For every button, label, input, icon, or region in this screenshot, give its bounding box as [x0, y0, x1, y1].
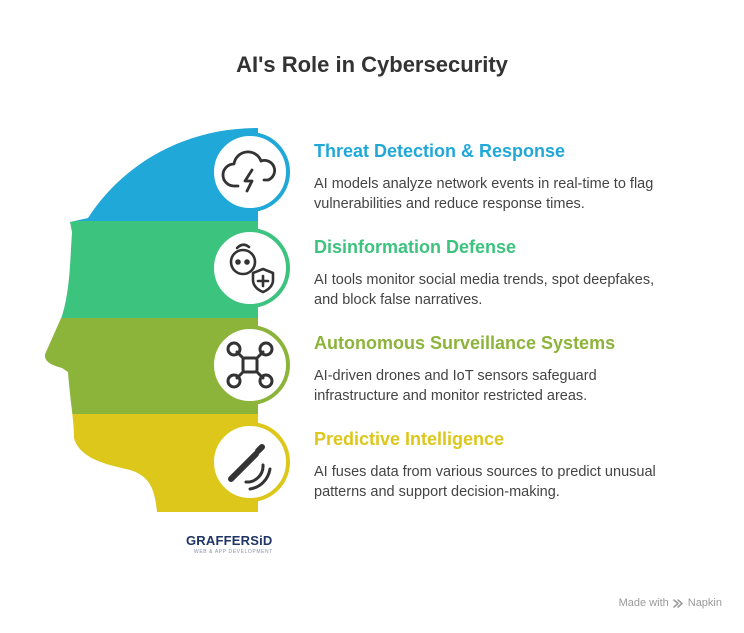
- description-line: infrastructure and monitor restricted ar…: [314, 388, 588, 404]
- made-with-footer[interactable]: Made with Napkin: [619, 597, 722, 609]
- satellite-dish-icon: [228, 444, 272, 491]
- item-threat-detection: Threat Detection & Response AI models an…: [314, 140, 714, 214]
- item-title-disinformation-defense: Disinformation Defense: [314, 237, 517, 257]
- page-title: AI's Role in Cybersecurity: [236, 52, 508, 77]
- item-title-predictive-intelligence: Predictive Intelligence: [314, 429, 505, 449]
- description-line: AI models analyze network events in real…: [314, 176, 654, 192]
- icon-circle-surveillance: [210, 325, 290, 405]
- drone-icon: [226, 341, 274, 389]
- icon-circle-disinfo: [210, 228, 290, 308]
- item-autonomous-surveillance: Autonomous Surveillance Systems AI-drive…: [314, 332, 714, 406]
- person-shield-icon: [229, 243, 275, 294]
- item-description-threat-detection: AI models analyze network events in real…: [314, 174, 714, 214]
- item-description-predictive-intelligence: AI fuses data from various sources to pr…: [314, 462, 714, 502]
- item-title-autonomous-surveillance: Autonomous Surveillance Systems: [314, 333, 616, 353]
- description-line: and block false narratives.: [314, 292, 483, 308]
- description-line: AI tools monitor social media trends, sp…: [314, 272, 655, 288]
- item-description-autonomous-surveillance: AI-driven drones and IoT sensors safegua…: [314, 366, 714, 406]
- brand-logo: GRAFFERSiD WEB & APP DEVELOPMENT: [186, 533, 286, 556]
- napkin-label: Napkin: [687, 597, 722, 609]
- description-line: patterns and support decision-making.: [314, 484, 560, 500]
- description-line: AI-driven drones and IoT sensors safegua…: [314, 368, 597, 384]
- cloud-lightning-icon: [221, 150, 276, 193]
- item-title-threat-detection: Threat Detection & Response: [314, 141, 566, 161]
- item-description-disinformation-defense: AI tools monitor social media trends, sp…: [314, 270, 714, 310]
- item-predictive-intelligence: Predictive Intelligence AI fuses data fr…: [314, 428, 714, 502]
- item-disinformation-defense: Disinformation Defense AI tools monitor …: [314, 236, 714, 310]
- napkin-logo-icon: [673, 598, 683, 608]
- brand-tagline: WEB & APP DEVELOPMENT: [194, 549, 273, 555]
- brand-name: GRAFFERSiD: [186, 533, 273, 548]
- made-with-label: Made with: [618, 597, 669, 609]
- description-line: vulnerabilities and reduce response time…: [314, 196, 585, 212]
- description-line: AI fuses data from various sources to pr…: [314, 464, 656, 480]
